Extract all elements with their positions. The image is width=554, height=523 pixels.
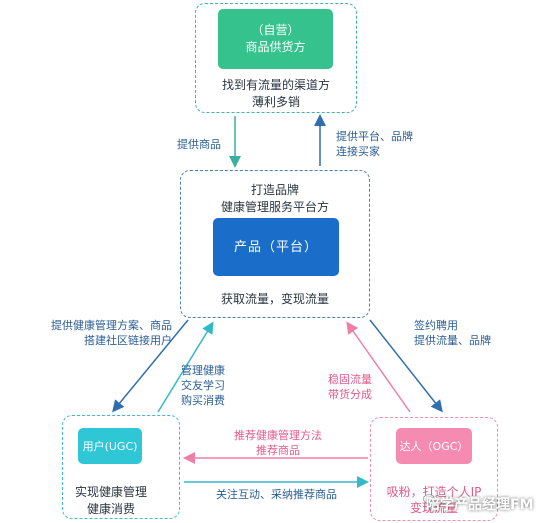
edge-label-kol-to-user: 推荐健康管理方法 推荐商品: [228, 428, 328, 458]
platform-caption: 获取流量，变现流量: [220, 292, 329, 306]
edge-label-platform-to-kol: 签约聘用 提供流量、品牌: [414, 318, 491, 348]
supplier-caption-line1: 找到有流量的渠道方: [221, 78, 330, 92]
kol-box-label: 达人（OGC）: [399, 439, 469, 453]
supplier-box: （自营） 商品供货方: [218, 9, 333, 69]
user-caption-line1: 实现健康管理: [74, 485, 147, 499]
kol-box: 达人（OGC）: [396, 428, 472, 464]
kol-frame: [370, 417, 498, 521]
supplier-box-line1: （自营）: [251, 23, 300, 37]
edge-label-platform-to-supplier: 提供平台、品牌 连接买家: [336, 129, 413, 159]
kol-caption-line2: 变现流量: [409, 501, 458, 515]
wechat-icon: [423, 494, 439, 506]
platform-box: 产品（平台）: [213, 218, 339, 276]
edge-label-platform-to-user-line1: 提供健康管理方案、商品: [51, 319, 172, 332]
arrow-kol-to-platform: [346, 321, 411, 413]
kol-caption: 吸粉，打造个人IP 变现流量: [378, 484, 490, 516]
edge-label-user-to-platform-line1: 管理健康: [181, 364, 225, 377]
supplier-caption: 找到有流量的渠道方 薄利多销: [212, 77, 340, 111]
arrow-platform-to-kol: [369, 319, 443, 413]
edge-label-kol-to-platform: 稳固流量 带货分成: [328, 372, 372, 402]
edge-label-kol-to-user-line2: 推荐商品: [256, 444, 300, 457]
edge-label-user-to-kol: 关注互动、采纳推荐商品: [216, 488, 337, 501]
supplier-caption-line2: 薄利多销: [251, 95, 300, 109]
user-box: 用户(UGC): [78, 428, 142, 464]
platform-frame: [180, 170, 370, 318]
edge-label-supplier-to-platform: 提供商品: [177, 138, 221, 151]
edge-label-user-to-platform-line2: 交友学习: [181, 379, 225, 392]
arrow-user-to-platform: [157, 321, 214, 413]
edge-label-platform-to-user: 提供健康管理方案、商品 搭建社区链接用户: [26, 318, 172, 348]
edge-label-kol-to-user-line1: 推荐健康管理方法: [234, 429, 322, 442]
supplier-frame: [195, 3, 357, 113]
edge-label-platform-to-supplier-line1: 提供平台、品牌: [336, 130, 413, 143]
user-box-label: 用户(UGC): [82, 439, 138, 453]
kol-caption-line1: 吸粉，打造个人IP: [386, 485, 482, 499]
edge-label-user-to-platform: 管理健康 交友学习 购买消费: [181, 363, 225, 408]
edge-label-platform-to-kol-line2: 提供流量、品牌: [414, 334, 491, 347]
platform-header-line2: 健康管理服务平台方: [220, 200, 329, 214]
watermark-text: 陪学产品经理FM: [426, 497, 534, 513]
platform-header-line1: 打造品牌: [250, 183, 299, 197]
edge-label-user-to-platform-line3: 购买消费: [181, 394, 225, 407]
edge-label-platform-to-kol-line1: 签约聘用: [414, 319, 458, 332]
supplier-box-line2: 商品供货方: [245, 40, 306, 54]
platform-header: 打造品牌 健康管理服务平台方: [200, 182, 350, 216]
platform-box-label: 产品（平台）: [233, 239, 318, 255]
edge-label-platform-to-user-line2: 搭建社区链接用户: [84, 334, 172, 347]
edge-label-kol-to-platform-line2: 带货分成: [328, 388, 372, 401]
arrow-platform-to-user: [112, 319, 189, 413]
user-frame: [62, 415, 180, 519]
user-caption-line2: 健康消费: [86, 502, 135, 516]
edge-label-kol-to-platform-line1: 稳固流量: [328, 373, 372, 386]
edge-label-platform-to-supplier-line2: 连接买家: [336, 145, 380, 158]
user-caption: 实现健康管理 健康消费: [64, 484, 158, 518]
